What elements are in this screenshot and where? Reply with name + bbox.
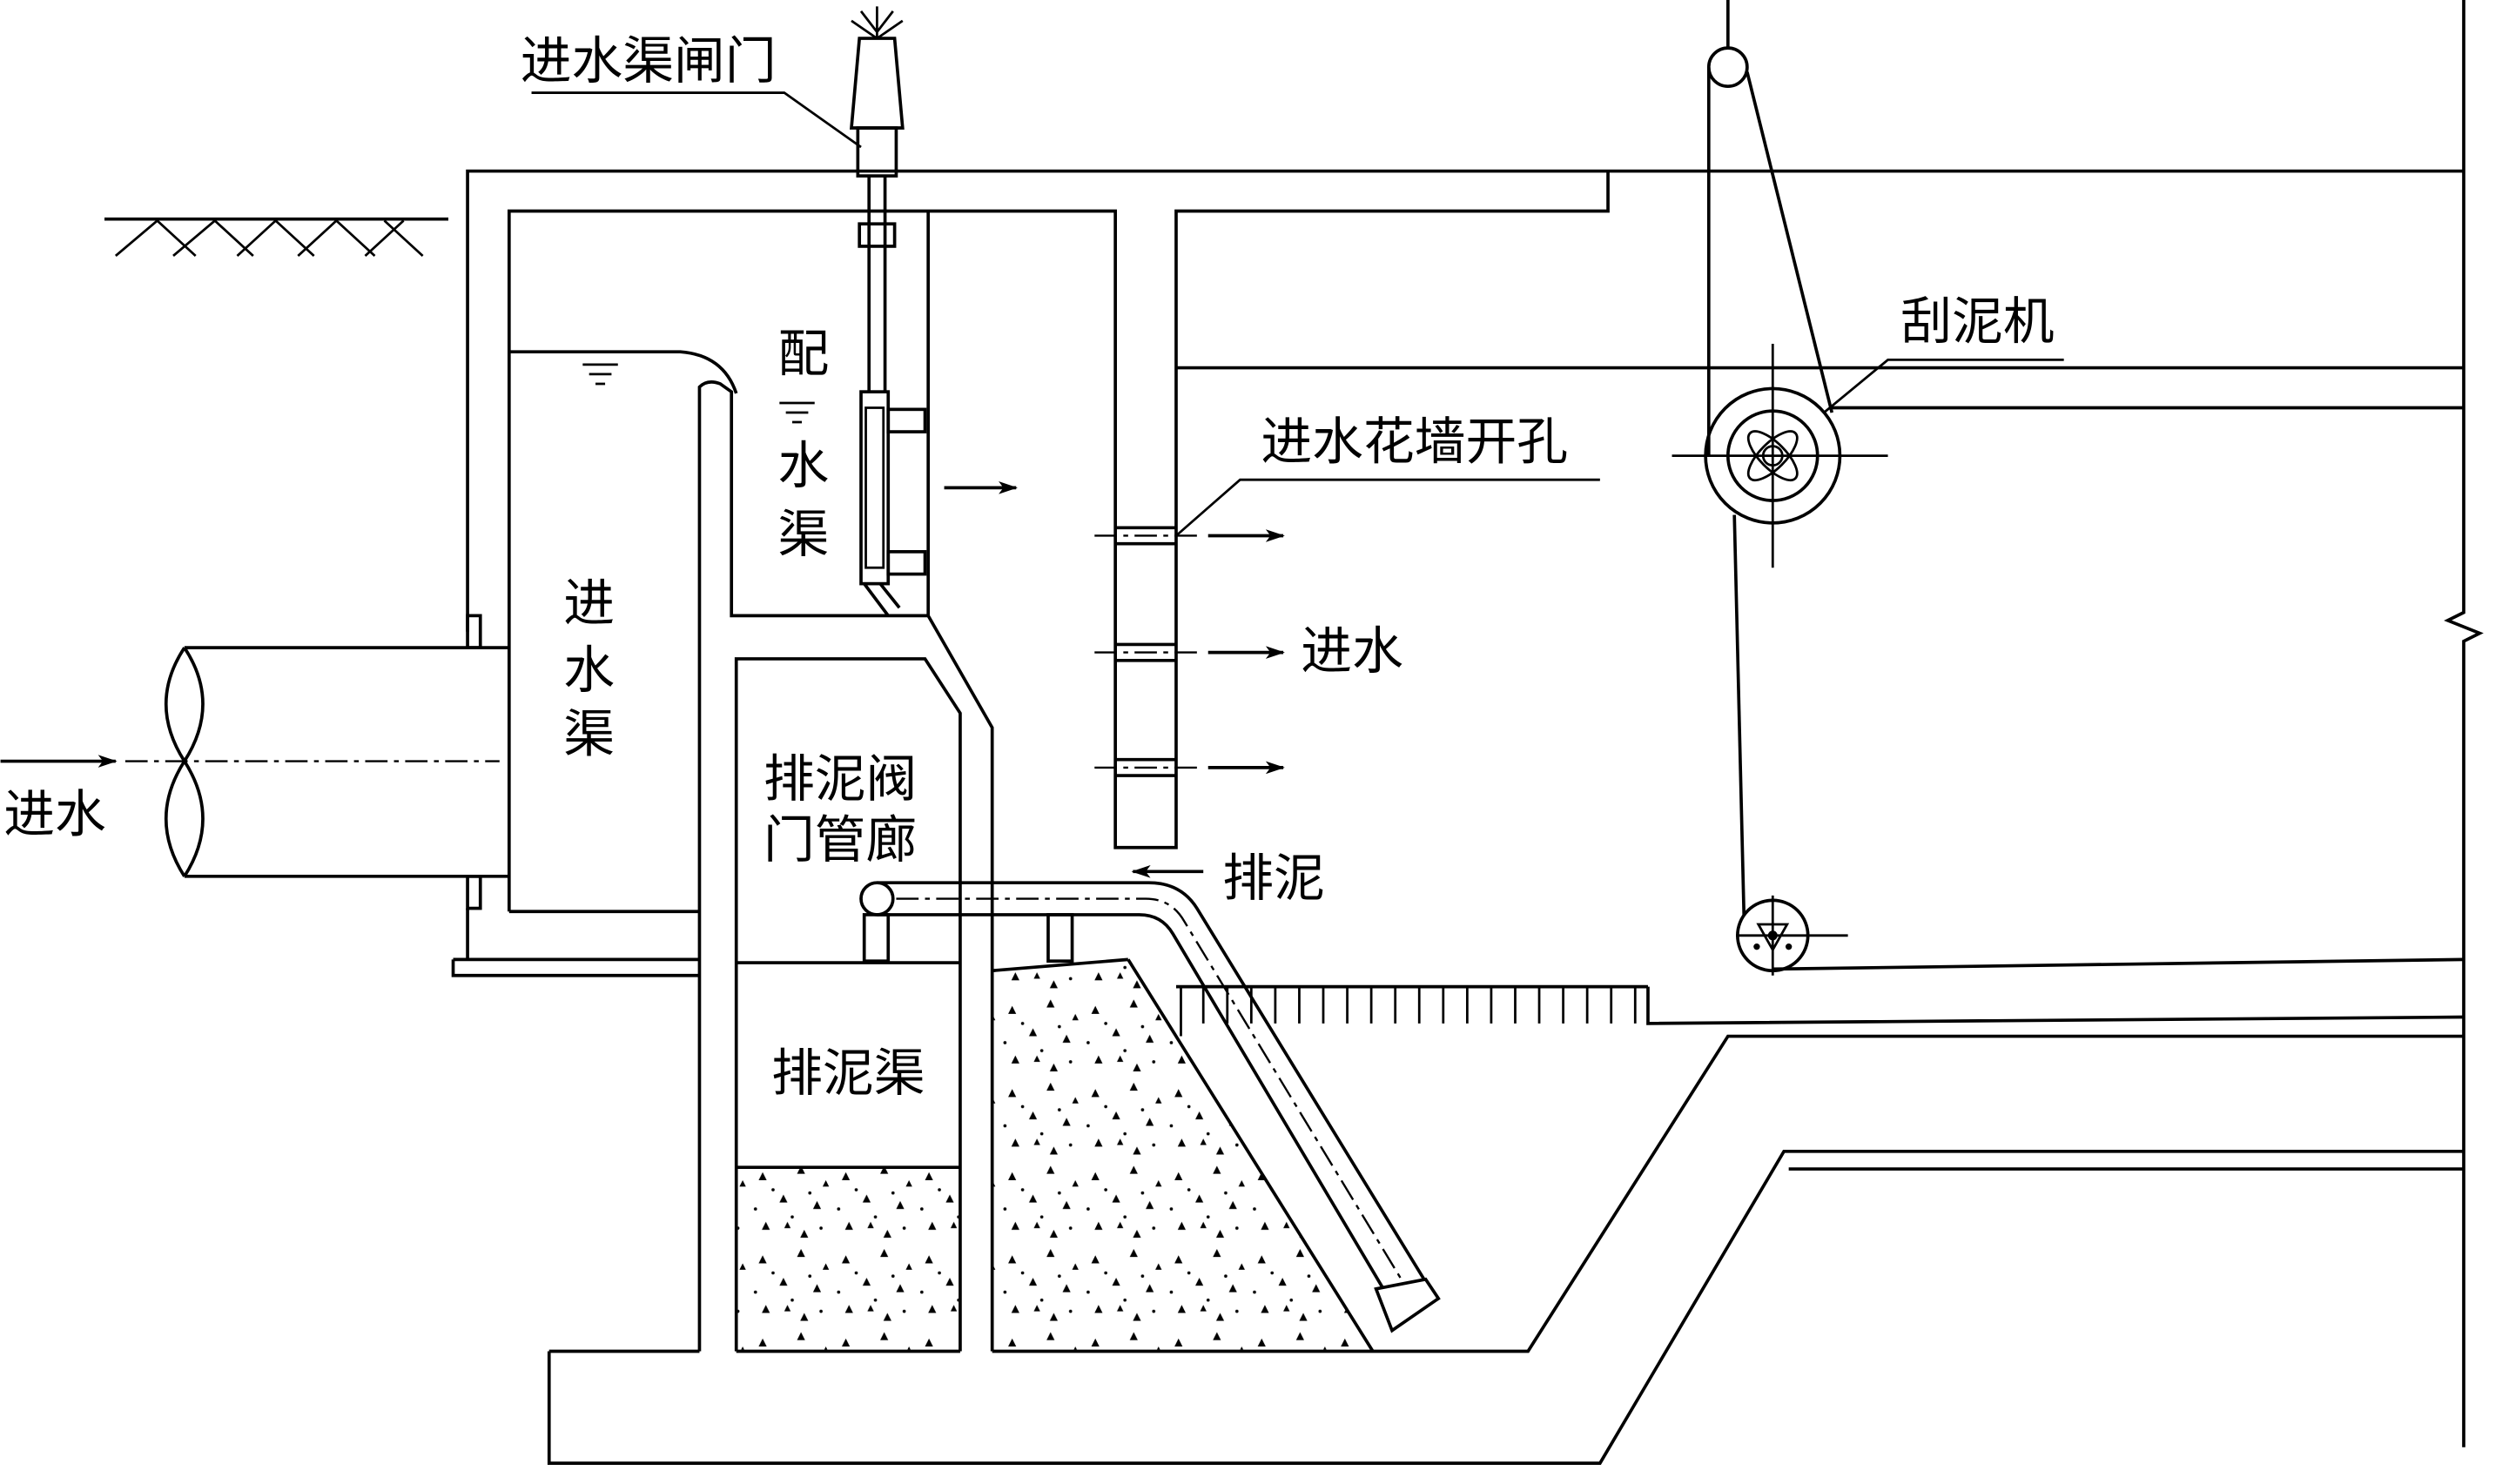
inlet-water-level-symbol	[582, 363, 618, 386]
scraper-chain-lower	[1732, 514, 1746, 915]
sludge-gallery-label-line-1: 排泥阀	[763, 749, 917, 809]
inlet-pipe-walls	[184, 646, 509, 878]
tank-floor-step	[1646, 986, 2465, 1025]
distribution-channel-label-char-3: 渠	[777, 504, 829, 564]
sludge-discharge-pipe	[859, 864, 1441, 1333]
gate-operator-base	[856, 126, 898, 178]
pipe-flange-top	[466, 614, 482, 649]
gate-operator-top-icon	[851, 6, 904, 40]
inlet-pipe	[0, 646, 509, 878]
gate-leaf	[859, 390, 891, 586]
sludge-gallery-label-line-2: 门管廊	[763, 809, 917, 870]
distribution-channel-right-wall	[926, 211, 994, 1352]
water-levels	[508, 350, 815, 424]
scraper-bottom-wheel-dot	[1753, 943, 1760, 950]
gate-guide-top	[886, 407, 927, 433]
inlet-left-label: 进水	[3, 783, 106, 843]
gate-guide-bottom	[886, 550, 927, 576]
gate-leader-line	[531, 91, 862, 149]
gate-stem-coupling	[858, 222, 897, 248]
weir-wall	[697, 380, 929, 1352]
scraper-leader-line	[1823, 359, 2064, 414]
gate-bottom-seal	[863, 582, 901, 617]
sludge-pipe-nozzle	[1374, 1277, 1441, 1333]
scraper-drive-hub-icon	[1746, 430, 1799, 481]
scraper-bottom-wheel-dot	[1785, 943, 1793, 950]
top-slab-inner-line	[507, 171, 1610, 912]
perforated-wall-leader-line	[1175, 478, 1600, 537]
scraper-top-pulley	[1706, 46, 1749, 89]
inlet-right-label: 进水	[1301, 621, 1403, 681]
gate-operator-housing	[849, 37, 905, 130]
floor-comb-ticks	[1180, 986, 1637, 1037]
sludge-pipe-support-left	[862, 913, 891, 964]
sludge-pipe-centerline	[896, 897, 1404, 1284]
sludge-pipe-end-cap	[859, 881, 895, 917]
sludge-channel-label: 排泥渠	[771, 1043, 925, 1103]
inlet-gate-label: 进水渠闸门	[521, 30, 777, 91]
concrete-fill-under-sludge-channel	[737, 1169, 959, 1350]
scraper-drive-hub-icon	[1746, 430, 1799, 481]
inlet-channel-gate	[531, 6, 1019, 617]
sludge-pipe-bottom-wall	[877, 913, 1384, 1288]
inlet-base-slab	[451, 957, 700, 977]
gate-leaf-inner	[864, 406, 885, 569]
tank-structure	[451, 0, 2484, 1465]
sludge-gallery-walls	[734, 657, 962, 1352]
pipe-flange-bottom	[466, 874, 482, 910]
right-edge-break-line	[2444, 0, 2484, 1447]
scraper-bottom-crosshair	[1736, 895, 1848, 976]
gate-stem	[867, 176, 887, 393]
hopper-slope-line	[1127, 958, 1375, 1353]
scraper-chain-bottom-run	[1772, 957, 2465, 971]
scraper-label: 刮泥机	[1900, 292, 2054, 352]
distribution-water-level-symbol	[779, 401, 815, 424]
inlet-channel-label-char-3: 渠	[563, 704, 615, 764]
base-slab-underside	[547, 1150, 2464, 1465]
ground-hatch	[114, 218, 424, 258]
wall-opening-centerlines	[1094, 534, 1201, 769]
wall-opening-edges	[1115, 526, 1176, 777]
inlet-channel-label-char-1: 进	[563, 573, 615, 633]
sludge-gallery-floor	[736, 957, 1129, 973]
concrete-fill-hopper-slope	[993, 961, 1372, 1350]
sludge-pipe-support-right	[1046, 913, 1074, 964]
sludge-pipe-top-wall	[877, 881, 1426, 1280]
diagram-labels: 进水渠闸门 配 水 渠 进水花墙开孔 刮泥机 进 水 渠 进水 进水 排泥阀 门…	[3, 30, 2054, 1103]
sludge-scraper	[1672, 0, 2465, 976]
perforated-inlet-wall	[1094, 478, 1600, 777]
inlet-channel-label-char-2: 水	[563, 640, 615, 700]
top-slab-outer-line	[466, 169, 2464, 632]
distribution-channel-label-char-1: 配	[777, 323, 829, 383]
inlet-channel-water-surface	[508, 350, 738, 394]
distribution-channel-label-char-2: 水	[777, 435, 829, 495]
sludge-discharge-label: 排泥	[1222, 848, 1325, 908]
hopper-bottom-and-slope	[548, 1034, 2464, 1353]
scraper-drive-crosshair	[1672, 344, 1888, 568]
perforated-wall-openings-label: 进水花墙开孔	[1261, 411, 1568, 471]
scraper-chain-right	[1746, 71, 1834, 413]
ground-surface	[104, 217, 449, 258]
